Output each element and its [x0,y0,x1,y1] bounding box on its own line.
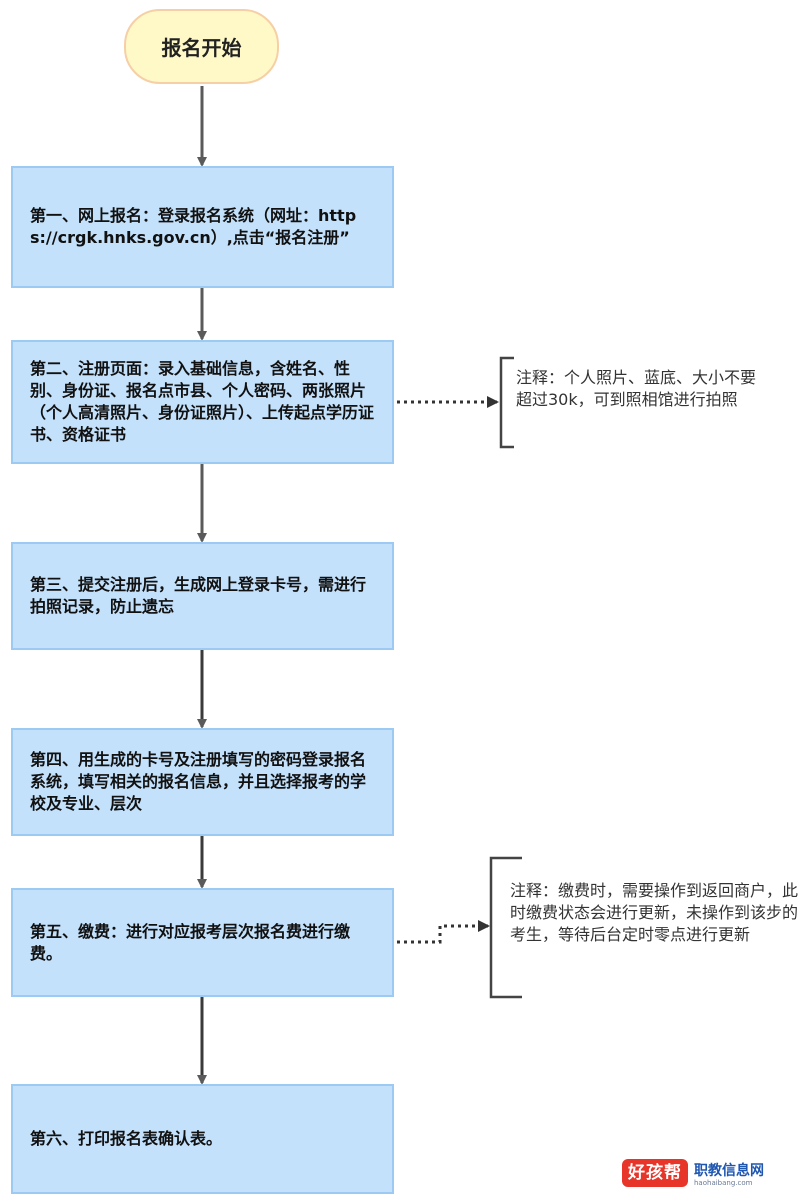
step-6-text: 第六、打印报名表确认表。 [30,1129,223,1148]
step-3-text: 第三、提交注册后，生成网上登录卡号，需进行拍照记录，防止遗忘 [30,575,367,616]
watermark-url: haohaibang.com [694,1179,753,1187]
step-2-box: 第二、注册页面：录入基础信息，含姓名、性别、身份证、报名点市县、个人密码、两张照… [11,340,394,464]
step-1-text: 第一、网上报名：登录报名系统（网址：https://crgk.hnks.gov.… [30,206,357,247]
note-1: 注释：个人照片、蓝底、大小不要超过30k，可到照相馆进行拍照 [516,368,757,409]
note2-bracket [489,856,522,999]
step-5-text: 第五、缴费：进行对应报考层次报名费进行缴费。 [30,921,351,963]
watermark-site-name: 职教信息网 [694,1163,764,1179]
start-node: 报名开始 [124,9,279,84]
watermark-logo: 好孩帮 [622,1159,688,1187]
start-label: 报名开始 [161,36,242,60]
step-3-box: 第三、提交注册后，生成网上登录卡号，需进行拍照记录，防止遗忘 [11,542,394,650]
step-5-box: 第五、缴费：进行对应报考层次报名费进行缴费。 [11,888,394,997]
dotted-arrow-note2 [397,920,490,944]
note-2: 注释：缴费时，需要操作到返回商户，此时缴费状态会进行更新，未操作到该步的考生，等… [510,881,799,944]
watermark: 好孩帮 职教信息网 haohaibang.com [622,1159,782,1191]
step-2-text: 第二、注册页面：录入基础信息，含姓名、性别、身份证、报名点市县、个人密码、两张照… [30,359,375,444]
step-1-box: 第一、网上报名：登录报名系统（网址：https://crgk.hnks.gov.… [11,166,394,288]
step-4-text: 第四、用生成的卡号及注册填写的密码登录报名系统，填写相关的报名信息，并且选择报考… [30,750,367,813]
step-4-box: 第四、用生成的卡号及注册填写的密码登录报名系统，填写相关的报名信息，并且选择报考… [11,728,394,836]
note1-bracket [499,356,514,449]
step-6-box: 第六、打印报名表确认表。 [11,1084,394,1194]
